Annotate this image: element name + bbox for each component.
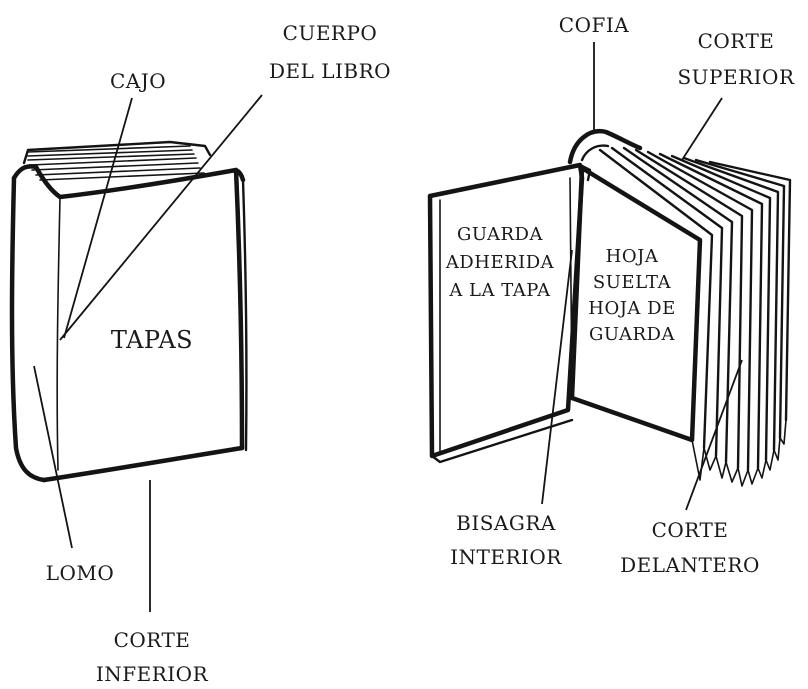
label-hoja-line3: HOJA DE	[588, 298, 675, 319]
label-bisagra-line1: BISAGRA	[456, 511, 556, 535]
closed-book-cover-bottom-edge	[41, 445, 245, 483]
label-bisagra-line2: INTERIOR	[450, 545, 562, 569]
open-book	[427, 129, 792, 487]
leader-bisagra	[541, 249, 573, 505]
leader-lomo	[33, 365, 73, 549]
label-corte-inferior-line1: CORTE	[114, 628, 191, 652]
closed-book-joint-line	[56, 196, 61, 471]
open-book-front-cover	[427, 162, 585, 459]
labels: CAJO CUERPO DEL LIBRO TAPAS LOMO CORTE I…	[46, 13, 795, 686]
label-lomo: LOMO	[46, 561, 115, 585]
closed-book-cover-right-edge	[233, 167, 245, 451]
leader-cuerpo	[59, 94, 263, 341]
leader-lines	[33, 42, 743, 612]
label-corte-superior-line1: CORTE	[698, 29, 775, 53]
label-hoja-line2: SUELTA	[593, 272, 672, 293]
label-tapas: TAPAS	[111, 326, 193, 354]
leader-cajo	[63, 97, 133, 339]
label-cajo: CAJO	[110, 69, 166, 93]
open-book-page-fan	[598, 146, 792, 487]
open-book-headcap	[567, 129, 643, 165]
label-cuerpo-line1: CUERPO	[283, 21, 378, 45]
label-hoja-line1: HOJA	[606, 246, 659, 267]
label-cofia: COFIA	[559, 13, 629, 37]
label-hoja-line4: GUARDA	[589, 324, 675, 345]
label-guarda-line1: GUARDA	[457, 224, 543, 245]
label-guarda-line2: ADHERIDA	[445, 252, 555, 273]
label-corte-delantero-line1: CORTE	[652, 518, 729, 542]
label-corte-delantero-line2: DELANTERO	[620, 553, 760, 577]
leader-corte-superior	[681, 97, 723, 161]
closed-book-text-block-top	[22, 140, 212, 181]
label-guarda-line3: A LA TAPA	[448, 280, 551, 301]
leader-corte-delantero	[685, 359, 743, 511]
label-corte-inferior-line2: INFERIOR	[96, 662, 209, 686]
label-corte-superior-line2: SUPERIOR	[677, 65, 794, 89]
label-cuerpo-line2: DEL LIBRO	[269, 59, 391, 83]
closed-book-spine-left	[9, 175, 47, 483]
closed-book	[9, 140, 248, 483]
